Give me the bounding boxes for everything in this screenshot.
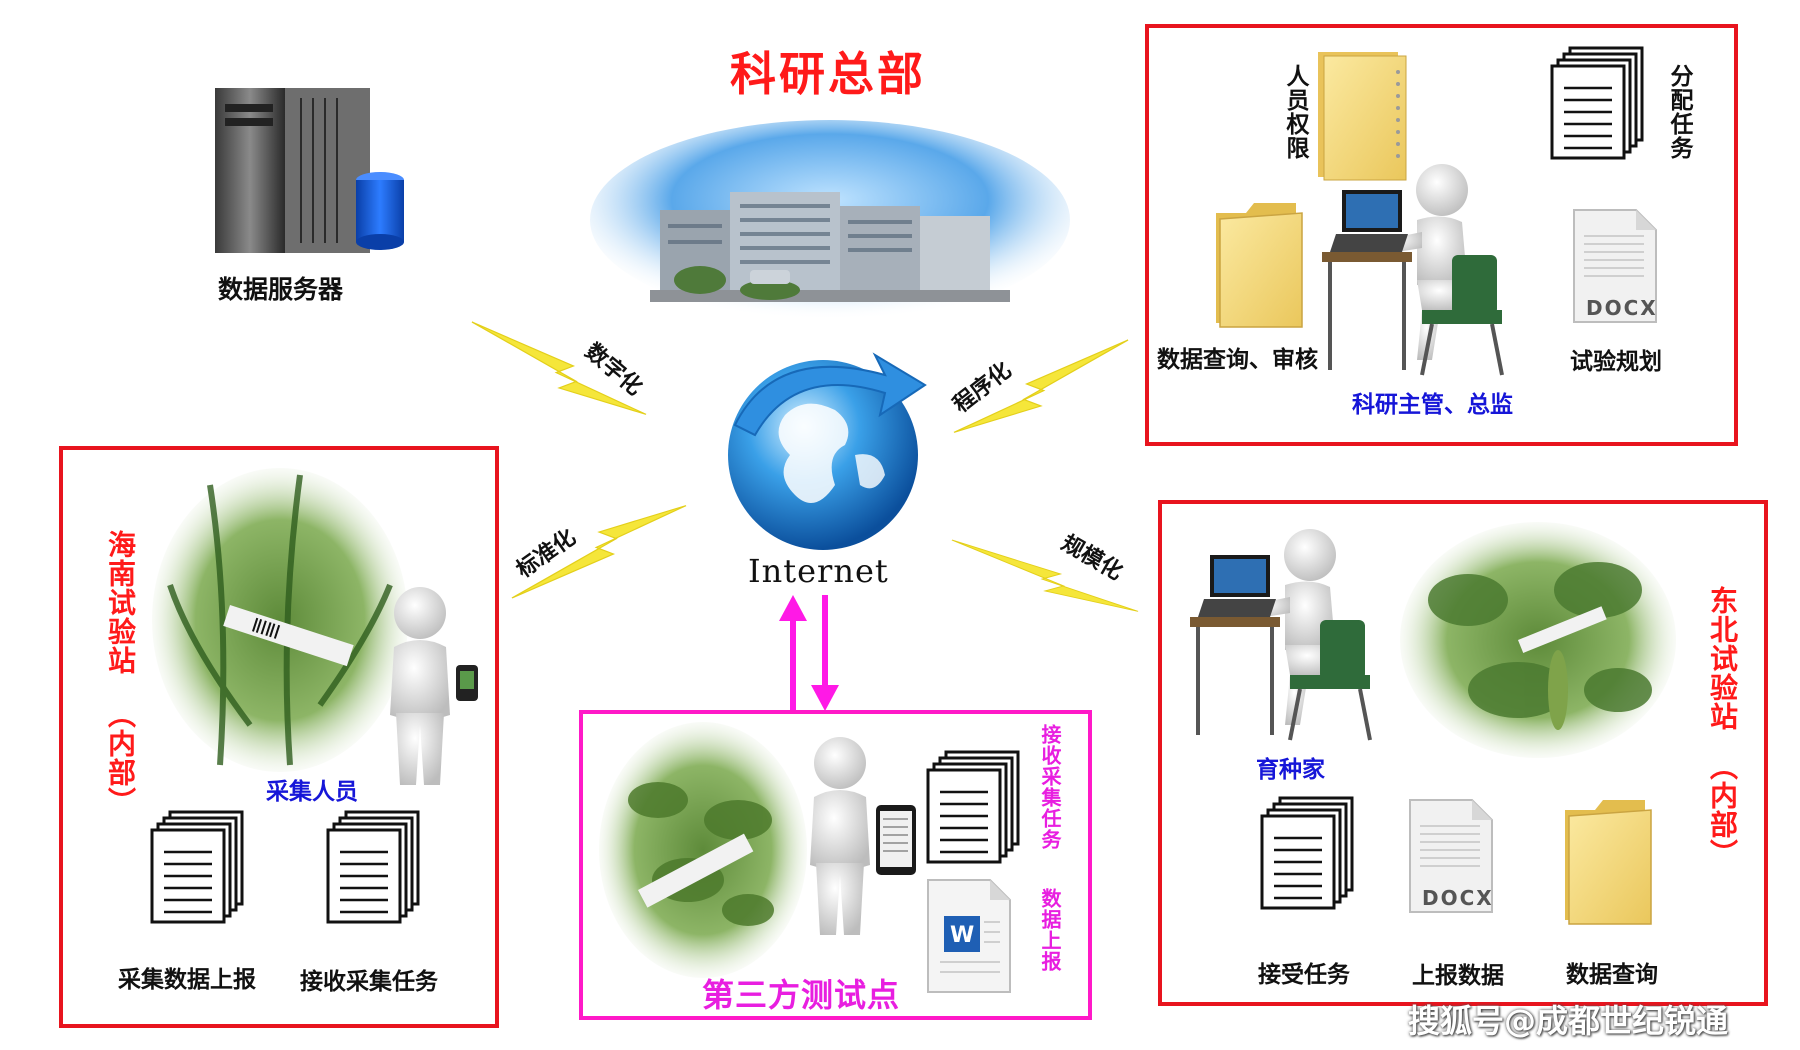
third-party-title: 第三方测试点 — [702, 976, 901, 1014]
tp-receive-tasks-label: 接收采集任务 — [1038, 724, 1062, 850]
query-data-folder-icon — [1564, 799, 1652, 925]
accept-tasks-label: 接受任务 — [1258, 962, 1350, 988]
tp-data-report-label: 数据上报 — [1038, 888, 1062, 972]
research-role-label: 科研主管、总监 — [1352, 392, 1513, 418]
trial-planning-label: 试验规划 — [1570, 349, 1662, 375]
collector-label: 采集人员 — [266, 779, 358, 805]
personnel-folder-icon — [1318, 52, 1407, 181]
query-data-label: 数据查询 — [1566, 962, 1658, 988]
upload-data-doc-icon — [150, 810, 244, 924]
data-server-icon — [215, 88, 404, 253]
receive-tasks-doc-icon — [326, 810, 420, 924]
receive-tasks-doc-icon-tp — [926, 750, 1020, 864]
northeast-internal-label: （内部） — [1706, 752, 1739, 868]
field-tester-person-figure — [810, 737, 916, 935]
breeder-at-desk-figure — [1188, 527, 1372, 742]
supervisor-at-desk-figure — [1320, 162, 1504, 377]
internet-label: Internet — [748, 552, 889, 590]
svg-text:W: W — [950, 923, 974, 948]
watermark: 搜狐号@成都世纪锐通 — [1408, 1002, 1729, 1040]
collector-person-figure — [390, 587, 478, 785]
query-review-folder-icon — [1215, 202, 1303, 328]
bidirectional-arrows — [779, 595, 839, 711]
soybean-field-photo — [599, 722, 807, 978]
personnel-permissions-label: 人员权限 — [1282, 64, 1308, 160]
data-server-label: 数据服务器 — [218, 275, 344, 304]
hq-building-image — [590, 120, 1070, 320]
query-review-label: 数据查询、审核 — [1157, 347, 1318, 373]
cucumber-field-photo — [1400, 522, 1676, 758]
report-data-label: 上报数据 — [1412, 963, 1504, 989]
internet-globe-icon — [728, 352, 927, 550]
northeast-station-box — [1158, 500, 1768, 1006]
research-supervisor-box — [1145, 24, 1738, 446]
bolt-scaling — [951, 539, 1139, 613]
hainan-internal-label: （内部） — [104, 700, 137, 816]
upload-data-label: 采集数据上报 — [118, 967, 256, 993]
hainan-station-label: 海南试验站 — [104, 530, 137, 675]
report-data-docx-badge: DOCX — [1422, 886, 1494, 910]
accept-tasks-doc-icon — [1260, 796, 1354, 910]
third-party-site-box — [579, 710, 1092, 1020]
receive-tasks-label: 接收采集任务 — [300, 969, 438, 995]
word-document-icon: W — [927, 879, 1011, 993]
assign-tasks-doc-icon — [1550, 46, 1644, 160]
hainan-station-box — [59, 446, 499, 1028]
hq-title: 科研总部 — [730, 47, 926, 101]
trial-plan-docx-badge: DOCX — [1586, 296, 1658, 320]
assign-tasks-label: 分配任务 — [1666, 64, 1692, 160]
northeast-station-label: 东北试验站 — [1706, 586, 1739, 731]
corn-field-photo — [152, 468, 408, 772]
breeder-label: 育种家 — [1256, 757, 1325, 783]
